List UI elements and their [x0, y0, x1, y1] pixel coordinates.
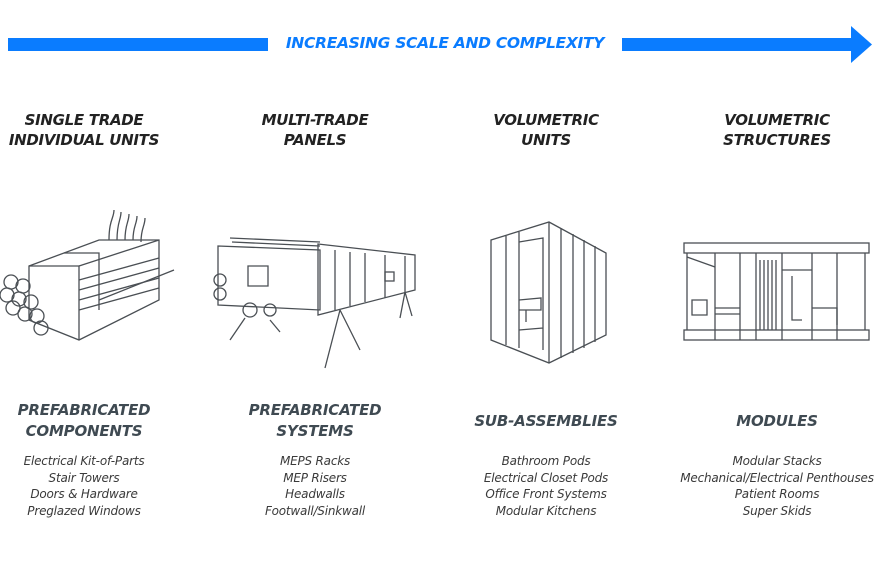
module-icon: [683, 242, 870, 341]
list-item: Patient Rooms: [734, 487, 820, 502]
list-item: Electrical Closet Pods: [483, 470, 609, 485]
list-item: Super Skids: [742, 504, 812, 519]
list-item: Office Front Systems: [485, 487, 607, 502]
list-item: MEPS Racks: [279, 454, 351, 468]
pipe-bundle-icon: [0, 210, 175, 341]
list-item: Preglazed Windows: [27, 504, 141, 519]
list-item: Headwalls: [285, 487, 345, 502]
scale-arrow: [8, 26, 872, 63]
list-item: Modular Stacks: [732, 454, 822, 468]
list-item: Modular Kitchens: [495, 504, 597, 519]
category-title: MODULES: [736, 412, 818, 430]
list-item: Mechanical/Electrical Penthouses: [680, 470, 874, 485]
pod-icon: [490, 221, 607, 364]
panel-rack-icon: [213, 237, 416, 369]
list-item: Footwall/Sinkwall: [264, 504, 366, 519]
list-item: MEP Risers: [283, 470, 347, 485]
list-item: Bathroom Pods: [501, 454, 591, 468]
list-item: Doors & Hardware: [30, 487, 138, 502]
item-list: Modular Stacks Mechanical/Electrical Pen…: [662, 453, 880, 520]
list-item: Electrical Kit-of-Parts: [23, 454, 145, 468]
item-list: Bathroom Pods Electrical Closet Pods Off…: [431, 453, 661, 520]
category-title: SUB-ASSEMBLIES: [474, 412, 618, 430]
arrow-label: INCREASING SCALE AND COMPLEXITY: [285, 34, 605, 52]
list-item: Stair Towers: [48, 470, 120, 485]
item-list: MEPS Racks MEP Risers Headwalls Footwall…: [200, 453, 430, 520]
item-list: Electrical Kit-of-Parts Stair Towers Doo…: [0, 453, 199, 520]
